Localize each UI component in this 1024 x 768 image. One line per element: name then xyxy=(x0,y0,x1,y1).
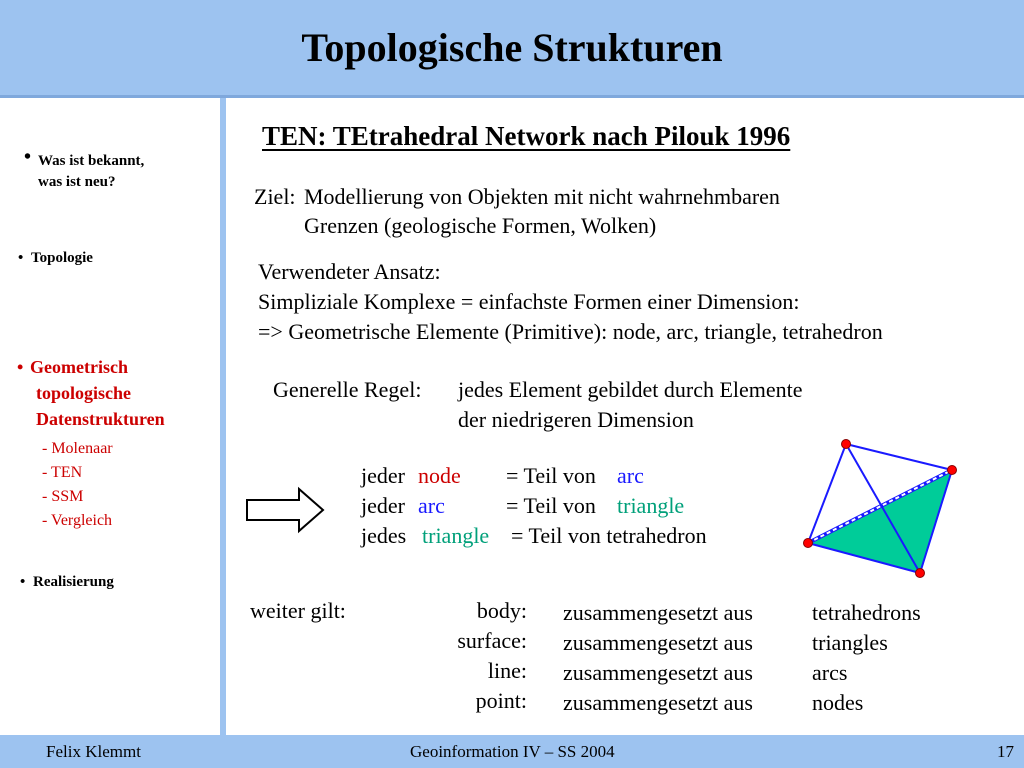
weiter-verb-line: zusammengesetzt aus xyxy=(563,660,753,685)
sidebar-item-datenstrukturen[interactable]: • Geometrisch topologische Datenstruktur… xyxy=(17,354,165,432)
ansatz-line1: Verwendeter Ansatz: xyxy=(258,259,441,284)
sidebar-subitems: - Molenaar - TEN - SSM - Vergleich xyxy=(42,437,113,533)
weiter-name-body: body: xyxy=(476,598,527,623)
triangle-face xyxy=(808,470,952,573)
arc-edge-hidden-dash xyxy=(807,469,953,544)
node-point xyxy=(947,465,957,475)
ziel-label: Ziel: xyxy=(254,184,296,209)
sidebar-item-topologie[interactable]: • Topologie xyxy=(18,248,93,269)
bullet-icon: • xyxy=(24,146,32,168)
bullet-icon: • xyxy=(18,250,24,266)
sidebar-item-label: Topologie xyxy=(31,250,93,266)
footer-author: Felix Klemmt xyxy=(46,742,141,761)
sidebar-subitem-molenaar[interactable]: - Molenaar xyxy=(42,440,113,457)
rule-node-target: arc xyxy=(617,463,644,488)
footer-page-number: 17 xyxy=(997,742,1014,761)
sidebar-item-label: Geometrisch xyxy=(30,357,128,377)
sidebar xyxy=(0,98,220,732)
sidebar-item-label: Realisierung xyxy=(33,574,114,590)
sidebar-item-label: was ist neu? xyxy=(38,174,116,190)
arc-edge xyxy=(919,469,953,574)
rule-arc-mid: = Teil von xyxy=(506,493,596,518)
sidebar-item-label: topologische xyxy=(36,383,132,403)
rule-arc-term: arc xyxy=(418,493,445,518)
weiter-name-line: line: xyxy=(487,658,527,683)
weiter-name-surface: surface: xyxy=(457,628,527,653)
sidebar-divider xyxy=(220,98,226,735)
slide-title: Topologische Strukturen xyxy=(301,25,723,70)
weiter-part-line: arcs xyxy=(812,660,848,685)
arc-edge xyxy=(845,443,953,471)
rule-triangle-prefix: jedes xyxy=(361,523,407,548)
weiter-part-surface: triangles xyxy=(812,630,888,655)
ansatz-line2: Simpliziale Komplexe = einfachste Formen… xyxy=(258,289,800,314)
sidebar-subitem-ten[interactable]: - TEN xyxy=(42,464,83,481)
rule-triangle-mid: = Teil von tetrahedron xyxy=(511,523,707,548)
sidebar-item-label: Datenstrukturen xyxy=(36,409,165,429)
arc-edge xyxy=(807,443,847,544)
rule-node-prefix: jeder xyxy=(361,463,405,488)
rule-arc-target: triangle xyxy=(617,493,685,518)
weiter-label: weiter gilt: xyxy=(250,598,346,623)
sidebar-item-label: Was ist bekannt, xyxy=(38,153,145,169)
sidebar-subitem-ssm[interactable]: - SSM xyxy=(42,488,84,505)
weiter-part-point: nodes xyxy=(812,690,864,715)
regel-line1: jedes Element gebildet durch Elemente xyxy=(458,377,803,402)
weiter-verb-body: zusammengesetzt aus xyxy=(563,600,753,625)
header-bar: Topologische Strukturen xyxy=(0,0,1024,98)
content-heading: TEN: TEtrahedral Network nach Pilouk 199… xyxy=(262,121,791,151)
weiter-verb-point: zusammengesetzt aus xyxy=(563,690,753,715)
rule-node-mid: = Teil von xyxy=(506,463,596,488)
weiter-name-point: point: xyxy=(475,688,527,713)
node-point xyxy=(841,439,851,449)
node-point xyxy=(803,538,813,548)
rule-triangle-term: triangle xyxy=(422,523,490,548)
sidebar-item-bekannt[interactable]: • Was ist bekannt, was ist neu? xyxy=(24,147,145,193)
sidebar-item-realisierung[interactable]: • Realisierung xyxy=(20,572,114,593)
bullet-icon: • xyxy=(20,574,26,590)
rule-node-term: node xyxy=(418,463,461,488)
ziel-line1: Modellierung von Objekten mit nicht wahr… xyxy=(304,184,780,209)
ziel-line2: Grenzen (geologische Formen, Wolken) xyxy=(304,213,657,238)
footer-course: Geoinformation IV – SS 2004 xyxy=(410,742,615,761)
rule-arc-prefix: jeder xyxy=(361,493,405,518)
node-point xyxy=(915,568,925,578)
sidebar-subitem-vergleich[interactable]: - Vergleich xyxy=(42,512,113,529)
regel-label: Generelle Regel: xyxy=(273,377,422,402)
right-arrow-icon xyxy=(246,486,325,534)
regel-line2: der niedrigeren Dimension xyxy=(458,407,694,432)
bullet-icon: • xyxy=(17,357,24,377)
arc-edge xyxy=(845,443,921,574)
footer-bar: Felix Klemmt Geoinformation IV – SS 2004… xyxy=(0,735,1024,768)
ansatz-line3: => Geometrische Elemente (Primitive): no… xyxy=(258,319,883,344)
weiter-verb-surface: zusammengesetzt aus xyxy=(563,630,753,655)
tetrahedron-diagram xyxy=(803,439,957,578)
arc-edge xyxy=(807,542,921,574)
weiter-part-body: tetrahedrons xyxy=(812,600,921,625)
